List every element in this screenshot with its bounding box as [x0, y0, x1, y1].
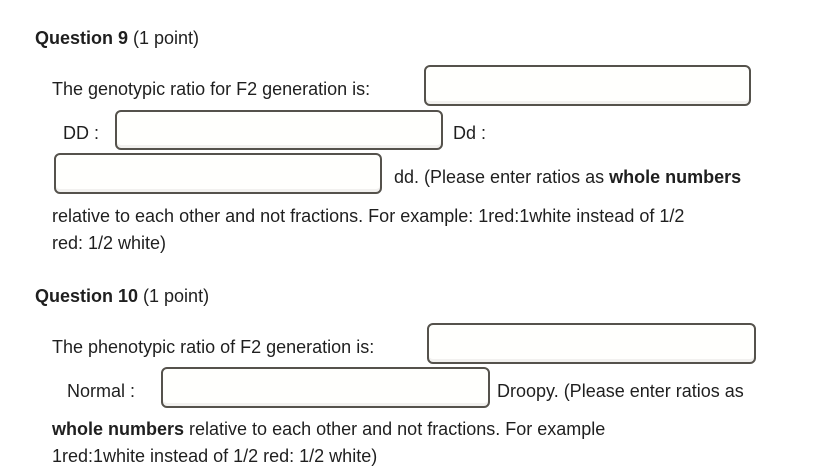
question10-normal-label: Normal : [67, 381, 136, 401]
question9-dd-line-prefix: dd. (Please enter ratios as [394, 167, 610, 187]
question9-genotypic-ratio-input[interactable] [424, 65, 751, 106]
question10-note-line3: 1red:1white instead of 1/2 red: 1/2 whit… [52, 446, 378, 466]
question10-note-line2: whole numbers relative to each other and… [52, 418, 605, 440]
question9-title: Question 9 [35, 28, 129, 48]
question9-Dd-label: Dd : [453, 123, 487, 143]
question9-heading: Question 9 (1 point) [35, 27, 199, 49]
question10-heading: Question 10 (1 point) [35, 285, 209, 307]
question9-DD-label: DD : [63, 123, 99, 143]
question9-dd-line: dd. (Please enter ratios as whole number… [394, 166, 741, 188]
question10-note-line2-rest: relative to each other and not fractions… [184, 419, 606, 439]
question10-title: Question 10 [35, 286, 139, 306]
question10-droopy-line: Droopy. (Please enter ratios as [497, 381, 744, 401]
question10-points: (1 point) [138, 286, 210, 306]
question9-prompt: The genotypic ratio for F2 generation is… [52, 79, 371, 99]
question9-dd-input[interactable] [54, 153, 382, 194]
question10-phenotypic-ratio-input[interactable] [427, 323, 756, 364]
question9-note-line2: relative to each other and not fractions… [52, 206, 685, 226]
question9-dd-line-bold: whole numbers [609, 167, 742, 187]
question9-DD-input[interactable] [115, 110, 443, 150]
question10-normal-input[interactable] [161, 367, 490, 408]
question10-note-line2-bold: whole numbers [52, 419, 185, 439]
question9-note-line3: red: 1/2 white) [52, 233, 167, 253]
question10-prompt: The phenotypic ratio of F2 generation is… [52, 337, 375, 357]
question9-points: (1 point) [128, 28, 200, 48]
